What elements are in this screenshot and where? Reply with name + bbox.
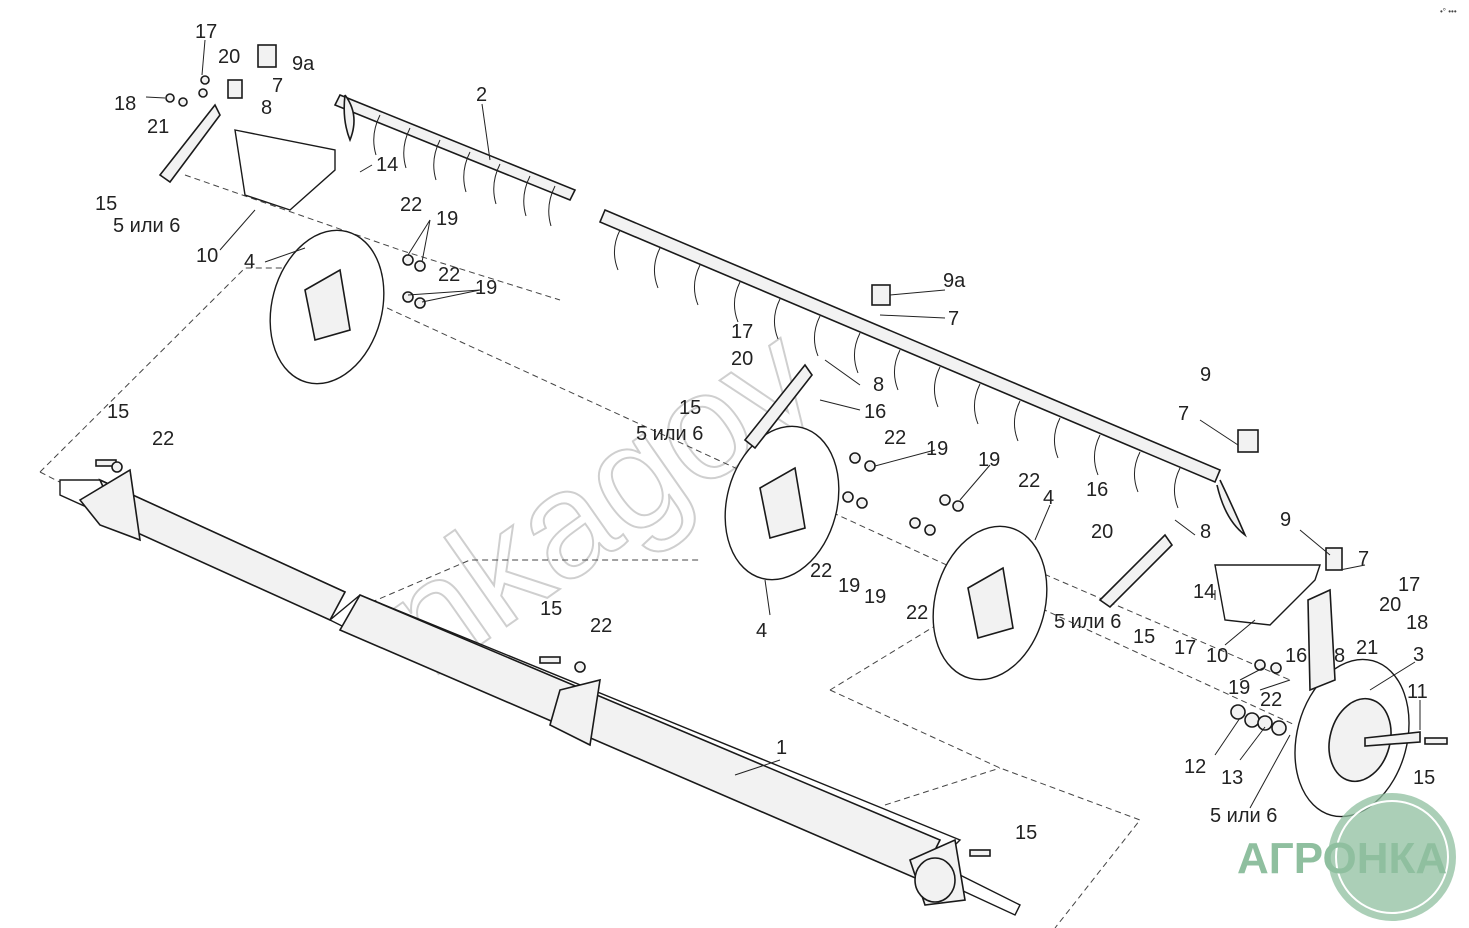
callout-5-a: 5 или 6 (113, 215, 180, 237)
callout-19-c: 19 (926, 438, 948, 460)
callout-16-c: 16 (1285, 645, 1307, 667)
comb-bar-long (598, 208, 1247, 538)
disc-right (932, 525, 1048, 681)
comb-bar-left (333, 93, 577, 227)
callout-labels: 17 20 9а 7 8 18 21 15 5 или 6 2 14 22 19… (95, 21, 1435, 844)
callout-9-a: 9 (1200, 364, 1211, 386)
callout-20-a: 20 (218, 46, 240, 68)
callout-7-b: 7 (948, 308, 959, 330)
callout-4-b: 4 (1043, 487, 1054, 509)
callout-21-b: 21 (1356, 637, 1378, 659)
end-disc (1294, 658, 1421, 818)
callout-15-c: 15 (1133, 626, 1155, 648)
callout-14-a: 14 (376, 154, 398, 176)
corner-mark: •° ••• (1440, 7, 1457, 16)
callout-19-f: 19 (864, 586, 886, 608)
callout-9a-a: 9а (292, 53, 315, 75)
callout-17-a: 17 (195, 21, 217, 43)
callout-19-g: 19 (1228, 677, 1250, 699)
callout-15-d: 15 (1413, 767, 1435, 789)
callout-3: 3 (1413, 644, 1424, 666)
bracket-end (1307, 588, 1336, 692)
callout-22-i: 22 (590, 615, 612, 637)
leader-lines (145, 39, 1421, 809)
callout-5-c: 5 или 6 (1054, 611, 1121, 633)
callout-20-b: 20 (731, 348, 753, 370)
tube-shaft (59, 468, 1021, 916)
callout-22-d: 22 (1018, 470, 1040, 492)
callout-17-c: 17 (1398, 574, 1420, 596)
disc-middle (724, 425, 840, 581)
callout-15-b: 15 (679, 397, 701, 419)
callout-22-a: 22 (400, 194, 422, 216)
brand-text: АГРОНКА (1237, 834, 1447, 883)
callout-8-b: 8 (873, 374, 884, 396)
callout-22-b: 22 (438, 264, 460, 286)
callout-10-a: 10 (196, 245, 218, 267)
callout-20-c: 20 (1091, 521, 1113, 543)
callout-19-d: 19 (978, 449, 1000, 471)
callout-16-a: 16 (864, 401, 886, 423)
callout-22-e: 22 (810, 560, 832, 582)
callout-20-d: 20 (1379, 594, 1401, 616)
callout-22-g: 22 (1260, 689, 1282, 711)
callout-11: 11 (1407, 681, 1428, 703)
callout-15-a: 15 (95, 193, 117, 215)
callout-16-b: 16 (1086, 479, 1108, 501)
callout-15-e: 15 (107, 401, 129, 423)
callout-5-d: 5 или 6 (1210, 805, 1277, 827)
callout-4-a: 4 (244, 251, 255, 273)
callout-22-c: 22 (884, 427, 906, 449)
callout-18-a: 18 (114, 93, 136, 115)
disc-left (269, 229, 385, 385)
callout-1: 1 (776, 737, 787, 759)
hardware (95, 44, 1448, 857)
callout-19-a: 19 (436, 208, 458, 230)
callout-21-a: 21 (147, 116, 169, 138)
callout-5-b: 5 или 6 (636, 423, 703, 445)
callout-17-d: 17 (1174, 637, 1196, 659)
callout-8-a: 8 (261, 97, 272, 119)
callout-13: 13 (1221, 767, 1243, 789)
callout-17-b: 17 (731, 321, 753, 343)
callout-8-d: 8 (1334, 645, 1345, 667)
callout-12: 12 (1184, 756, 1206, 778)
callout-19-b: 19 (475, 277, 497, 299)
brand-logo: АГРОНКА (1237, 793, 1456, 921)
callout-9a-b: 9а (943, 270, 966, 292)
callout-7-c: 7 (1178, 403, 1189, 425)
bracket-right (1098, 533, 1174, 609)
callout-22-f: 22 (906, 602, 928, 624)
callout-15-g: 15 (1015, 822, 1037, 844)
shield-right (1214, 564, 1321, 626)
callout-2: 2 (476, 84, 487, 106)
callout-7-d: 7 (1358, 548, 1369, 570)
callout-22-h: 22 (152, 428, 174, 450)
callout-7-a: 7 (272, 75, 283, 97)
callout-4-c: 4 (756, 620, 767, 642)
callout-18-b: 18 (1406, 612, 1428, 634)
callout-15-f: 15 (540, 598, 562, 620)
bracket-middle (743, 363, 813, 450)
callout-10-b: 10 (1206, 645, 1228, 667)
callout-8-c: 8 (1200, 521, 1211, 543)
shield-left (234, 129, 336, 211)
callout-14-b: 14 (1193, 581, 1215, 603)
callout-19-e: 19 (838, 575, 860, 597)
bracket-left (158, 103, 221, 184)
callout-9-b: 9 (1280, 509, 1291, 531)
